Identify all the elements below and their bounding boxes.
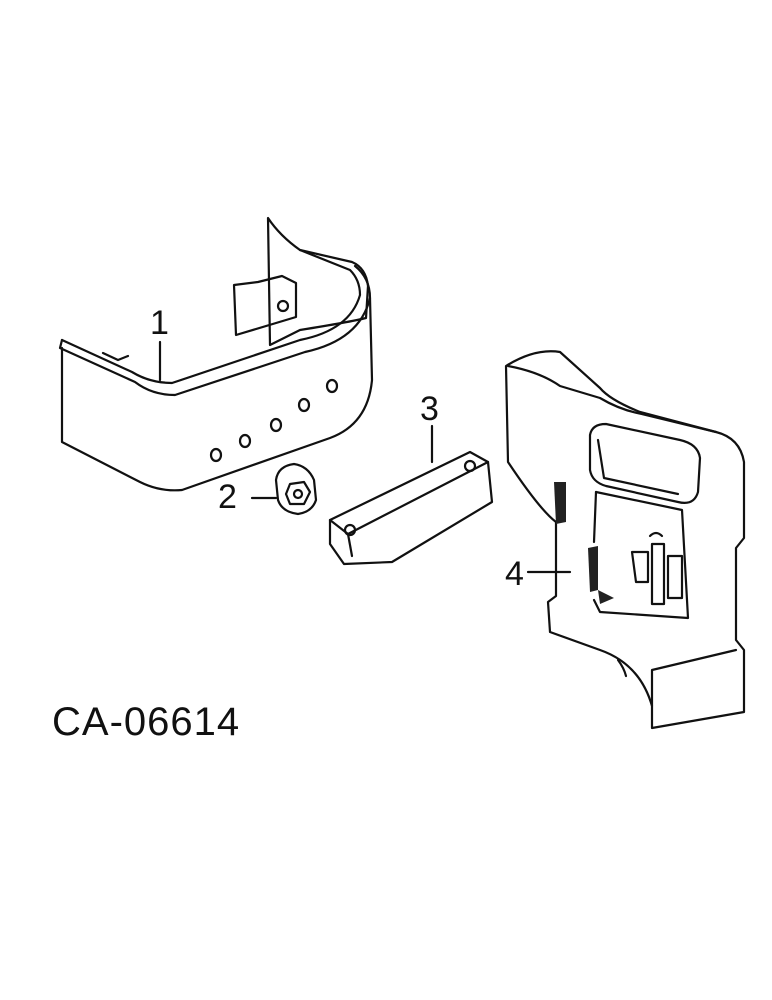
dark-edge-shading <box>554 482 614 604</box>
callout-3: 3 <box>420 390 439 428</box>
callout-4: 4 <box>505 555 524 593</box>
weight-bracket-part-1 <box>58 216 374 492</box>
angle-bracket-part-3 <box>328 450 494 566</box>
nut-part-2 <box>274 462 318 516</box>
callout-2: 2 <box>218 478 237 516</box>
callout-1: 1 <box>150 304 169 342</box>
front-weight-part-4 <box>504 350 746 730</box>
figure-code: CA-06614 <box>52 700 241 744</box>
